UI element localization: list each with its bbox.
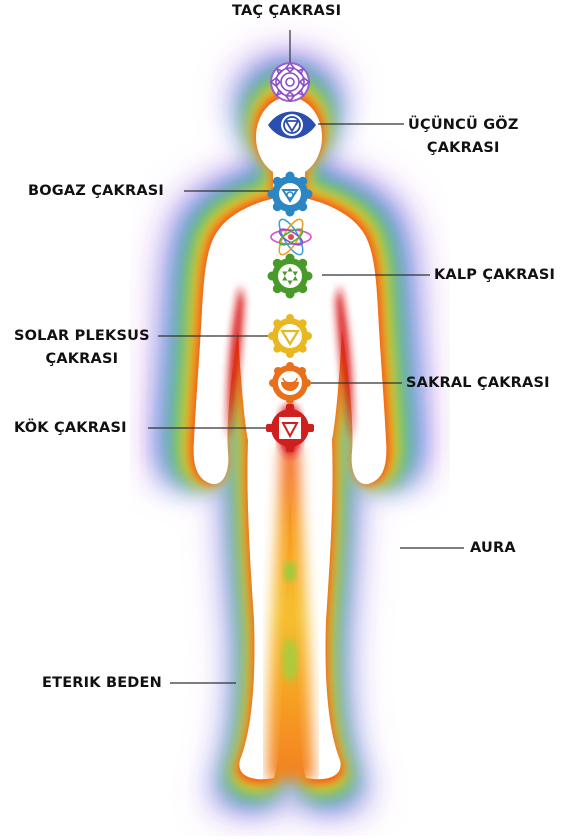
third-eye-chakra-label: ÜÇÜNCÜ GÖZ ÇAKRASI	[408, 114, 519, 160]
etheric-body-label: ETERIK BEDEN	[42, 672, 162, 695]
aura-label: AURA	[470, 537, 516, 560]
heart-chakra-label: KALP ÇAKRASI	[434, 264, 555, 287]
solar-plexus-chakra-label: SOLAR PLEKSUS ÇAKRASI	[14, 325, 150, 371]
throat-chakra-icon	[268, 172, 313, 217]
throat-chakra-label: BOGAZ ÇAKRASI	[28, 180, 164, 203]
crown-chakra-icon	[271, 63, 309, 101]
crown-chakra-label: TAÇ ÇAKRASI	[232, 0, 341, 23]
solar-plexus-chakra-icon	[268, 314, 312, 358]
root-chakra-label: KÖK ÇAKRASI	[14, 417, 127, 440]
sacral-chakra-label: SAKRAL ÇAKRASI	[406, 372, 550, 395]
heart-chakra-icon	[268, 254, 313, 299]
